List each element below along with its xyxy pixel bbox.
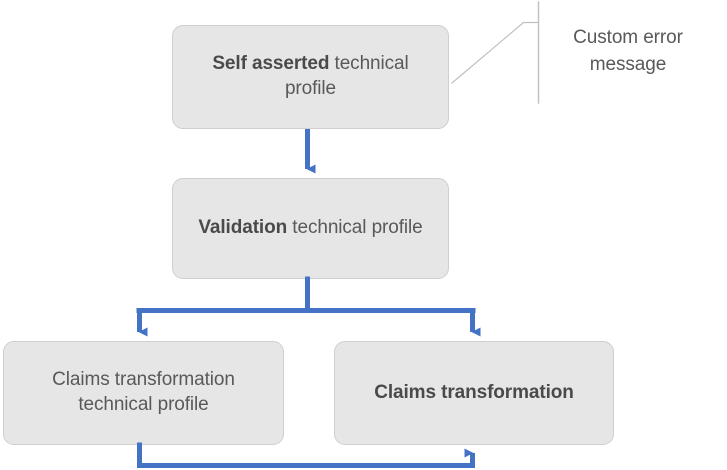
- box-claims-transformation[interactable]: Claims transformation: [334, 341, 614, 445]
- box-claims-transformation-technical-profile[interactable]: Claims transformation technical profile: [3, 341, 284, 445]
- box-validation-label: Validation technical profile: [187, 216, 434, 241]
- box-self-asserted-label: Self asserted technical profile: [187, 52, 434, 101]
- box-claims-transformation-technical-profile-label: Claims transformation technical profile: [52, 369, 235, 415]
- box-validation-label-rest: technical profile: [287, 217, 423, 239]
- box-validation-label-bold: Validation: [198, 217, 288, 239]
- callout-leader-diagonal: [451, 21, 539, 84]
- callout-custom-error-message: Custom error message: [573, 27, 683, 75]
- box-self-asserted-technical-profile[interactable]: Self asserted technical profile: [172, 25, 449, 129]
- box-self-asserted-label-bold: Self asserted: [212, 53, 330, 75]
- box-validation-technical-profile[interactable]: Validation technical profile: [172, 178, 449, 279]
- connector-claims-tp-loop: [137, 442, 475, 468]
- box-claims-transformation-label: Claims transformation: [374, 381, 574, 403]
- box-self-asserted-label-rest: technical profile: [284, 53, 409, 99]
